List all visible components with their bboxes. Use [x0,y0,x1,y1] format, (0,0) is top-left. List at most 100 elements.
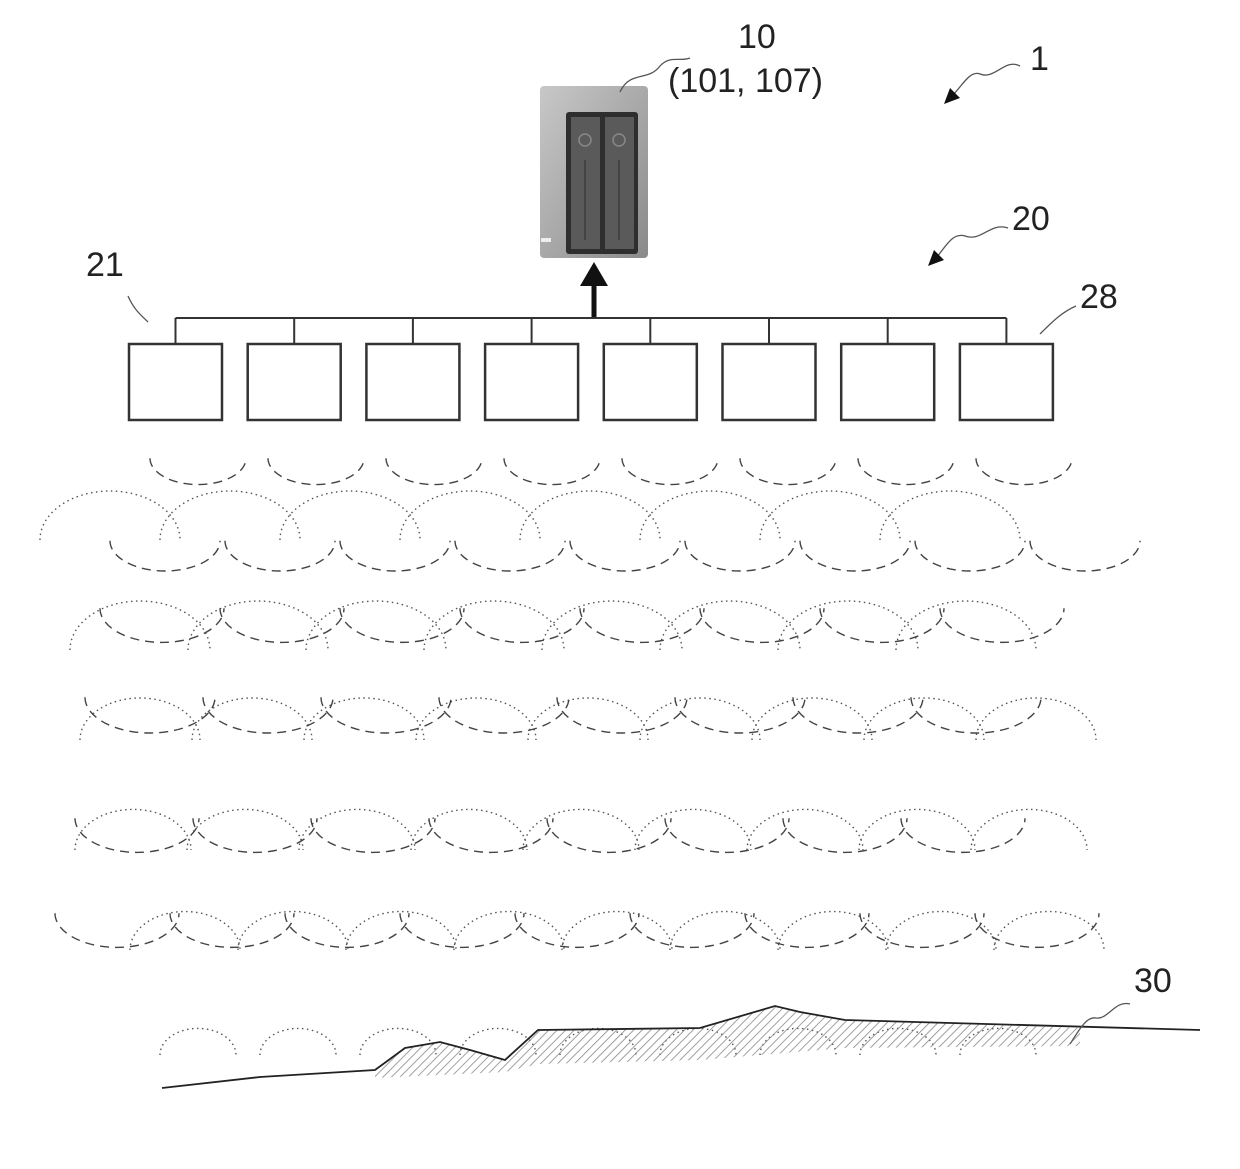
wave-arc [220,608,344,642]
wave-arc [130,912,240,950]
wave-arc [760,491,900,540]
sensor-array [129,344,1053,420]
last-sensor-label: 28 [1080,278,1118,316]
sensor-box-7 [841,344,934,420]
wave-arc [622,458,718,484]
first-sensor-leader [128,296,148,322]
wave-arc [562,912,672,951]
wave-arc [700,608,824,642]
wave-arc [192,698,312,740]
wave-arc [685,541,795,571]
wave-arc [971,809,1087,850]
wave-arc [675,697,805,733]
wave-arc [665,818,789,852]
wave-arc [670,912,780,951]
wave-arc [547,818,671,852]
wave-arc [439,697,569,733]
sensor-box-4 [485,344,578,420]
wave-arc [911,697,1041,733]
wave-arc [783,818,907,852]
wave-arc [340,608,464,642]
wave-arc [557,697,687,733]
wave-arc [100,608,224,642]
wave-arc [800,541,910,571]
wave-arc [55,913,179,947]
wave-arc [940,608,1064,642]
wave-arc [858,458,954,484]
wave-arc [901,818,1025,852]
wave-arc [70,601,210,650]
wave-arc [75,818,199,852]
wave-arc [85,697,215,733]
uplink-arrow-head [580,262,608,286]
wave-arc [752,698,872,740]
sensor-bus [176,318,1007,344]
terrain-hatch [375,1006,1080,1078]
wave-arc [429,818,553,852]
wave-arc [285,913,409,947]
wave-arc [40,491,180,540]
nas-server-icon [540,86,648,258]
wave-arc [504,458,600,484]
wave-arc [311,818,435,852]
wave-arc [340,541,450,571]
wave-arc [886,912,996,951]
wave-arc [640,491,780,540]
wave-arc [520,491,660,540]
wave-arc [386,458,482,484]
wave-arc [915,541,1025,571]
sensor-array-label: 20 [1012,200,1050,238]
wave-arc [400,491,540,540]
wave-arc [528,698,648,740]
wave-arc [864,698,984,740]
wave-arc [225,541,335,571]
wave-arc [976,698,1096,740]
wave-arc [454,912,564,951]
system-label: 1 [1030,40,1049,78]
wave-arc [580,608,704,642]
wave-arc [570,541,680,571]
wave-arc [321,697,451,733]
wave-arc [150,458,246,484]
wave-arc [976,458,1072,484]
terrain [162,1006,1200,1088]
wave-arc [455,541,565,571]
wave-arc [187,809,303,850]
wave-arc [416,698,536,740]
last-sensor-leader [1040,306,1076,334]
wave-arc [860,913,984,947]
wave-arc [411,809,527,850]
system-arrow [952,64,1020,96]
wave-arc [740,458,836,484]
wave-arc [745,913,869,947]
wave-arc [793,697,923,733]
sensor-box-6 [723,344,816,420]
terrain-label: 30 [1134,962,1172,1000]
sensor-box-8 [960,344,1053,420]
wave-arc [160,1028,236,1055]
wave-arc [75,809,191,850]
wave-arc [880,491,1020,540]
sensor-box-3 [366,344,459,420]
wave-arc [280,491,420,540]
wave-arc [820,608,944,642]
device-parts-label: (101, 107) [668,62,823,100]
wave-arc [299,809,415,850]
device-label: 10 [738,18,776,56]
wave-arc [635,809,751,850]
wave-arc [640,698,760,740]
signal-waves [40,458,1140,1055]
first-sensor-label: 21 [86,246,124,284]
wave-arc [203,697,333,733]
wave-arc [268,458,364,484]
wave-arc [400,913,524,947]
sensor-array-arrow-head [928,250,944,266]
wave-arc [160,491,300,540]
wave-arc [515,913,639,947]
wave-arc [80,698,200,740]
wave-arc [1030,541,1140,571]
wave-arc [110,541,220,571]
wave-arc [859,809,975,850]
sensor-box-2 [248,344,341,420]
